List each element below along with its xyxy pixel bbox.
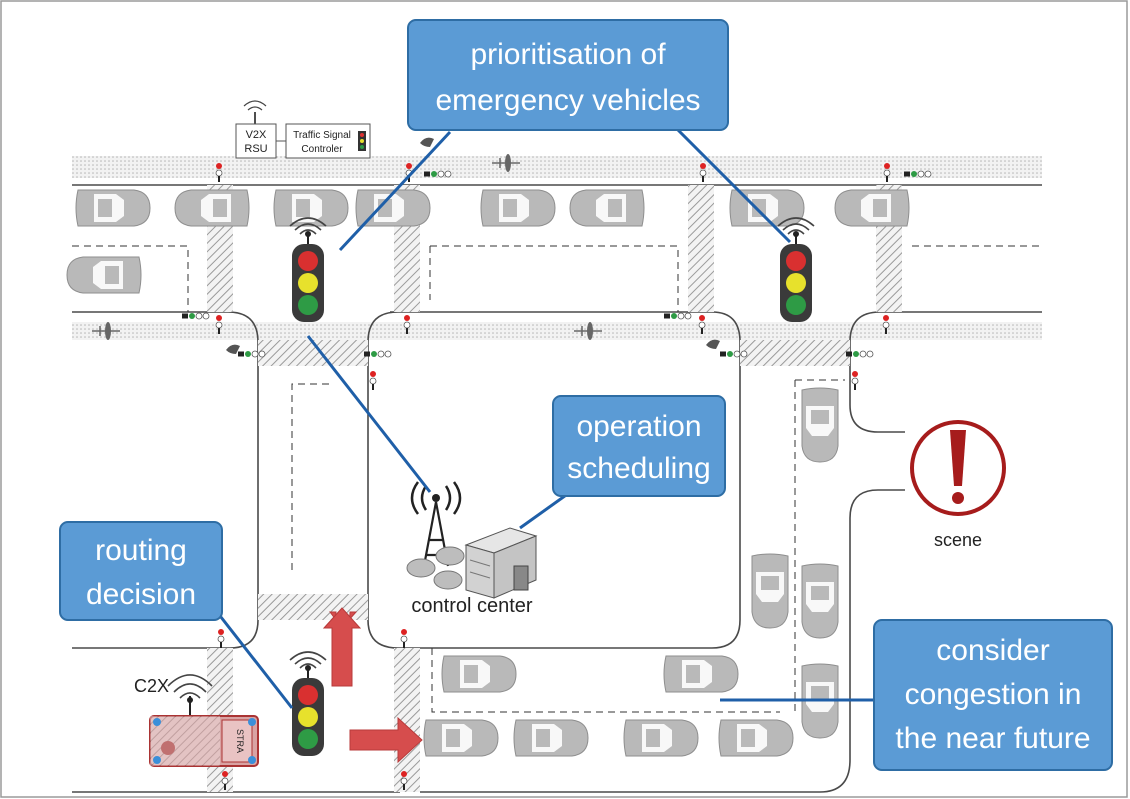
car-icon — [75, 189, 151, 227]
callout-operation: operation scheduling — [552, 395, 726, 497]
callout-priority-line2: emergency vehicles — [435, 84, 700, 117]
callout-congestion-line3: the near future — [895, 722, 1090, 755]
v2x-label: V2X — [246, 129, 267, 141]
vehicle-text: STRA — [235, 729, 245, 753]
car-icon — [480, 189, 556, 227]
exclamation-icon — [950, 430, 966, 486]
arrow-up-icon — [322, 607, 362, 687]
bicycle-lanes — [72, 156, 1042, 340]
tsc-label-2: Controler — [301, 144, 343, 155]
control-center: control center — [406, 481, 538, 617]
car-icon — [801, 563, 839, 639]
scene-marker: scene — [910, 420, 1006, 550]
route-arrows — [322, 607, 423, 764]
callout-priority: prioritisation of emergency vehicles — [407, 19, 729, 131]
c2x-label: C2X — [134, 676, 169, 696]
arrow-right-icon — [349, 716, 423, 764]
scene-label: scene — [934, 530, 982, 550]
callout-congestion-line2: congestion in — [905, 678, 1082, 711]
emergency-vehicle: C2X STRA — [134, 674, 259, 767]
car-icon — [66, 256, 142, 294]
pedestrian-icon — [420, 137, 434, 147]
callout-operation-line1: operation — [576, 410, 701, 443]
callout-congestion-line1: consider — [936, 634, 1049, 667]
rsu-label: RSU — [244, 143, 267, 155]
car-icon — [801, 387, 839, 463]
v2x-rsu: V2X RSU Traffic Signal Controler — [235, 100, 371, 159]
callout-priority-line1: prioritisation of — [470, 38, 666, 71]
car-icon — [834, 189, 910, 227]
pedestrian-icon — [226, 344, 240, 354]
antenna-icon — [406, 481, 465, 590]
car-icon — [513, 719, 589, 757]
callout-routing-line2: decision — [86, 578, 196, 611]
car-icon — [423, 719, 499, 757]
callout-congestion: consider congestion in the near future — [873, 619, 1113, 771]
server-icon — [464, 527, 538, 599]
tsc-label: Traffic Signal — [293, 130, 351, 141]
car-icon — [751, 553, 789, 629]
callout-routing-line1: routing — [95, 534, 187, 567]
car-icon — [174, 189, 250, 227]
pedestrian-icon — [706, 339, 720, 349]
control-center-label: control center — [411, 595, 533, 617]
pedestrian-icons — [226, 137, 720, 354]
lane-markings — [72, 245, 1042, 713]
car-icon — [663, 655, 739, 693]
callout-operation-line2: scheduling — [567, 452, 710, 485]
car-icon — [441, 655, 517, 693]
car-icon — [569, 189, 645, 227]
car-icon — [273, 189, 349, 227]
callout-routing: routing decision — [59, 521, 223, 621]
car-icon — [623, 719, 699, 757]
car-icon — [718, 719, 794, 757]
